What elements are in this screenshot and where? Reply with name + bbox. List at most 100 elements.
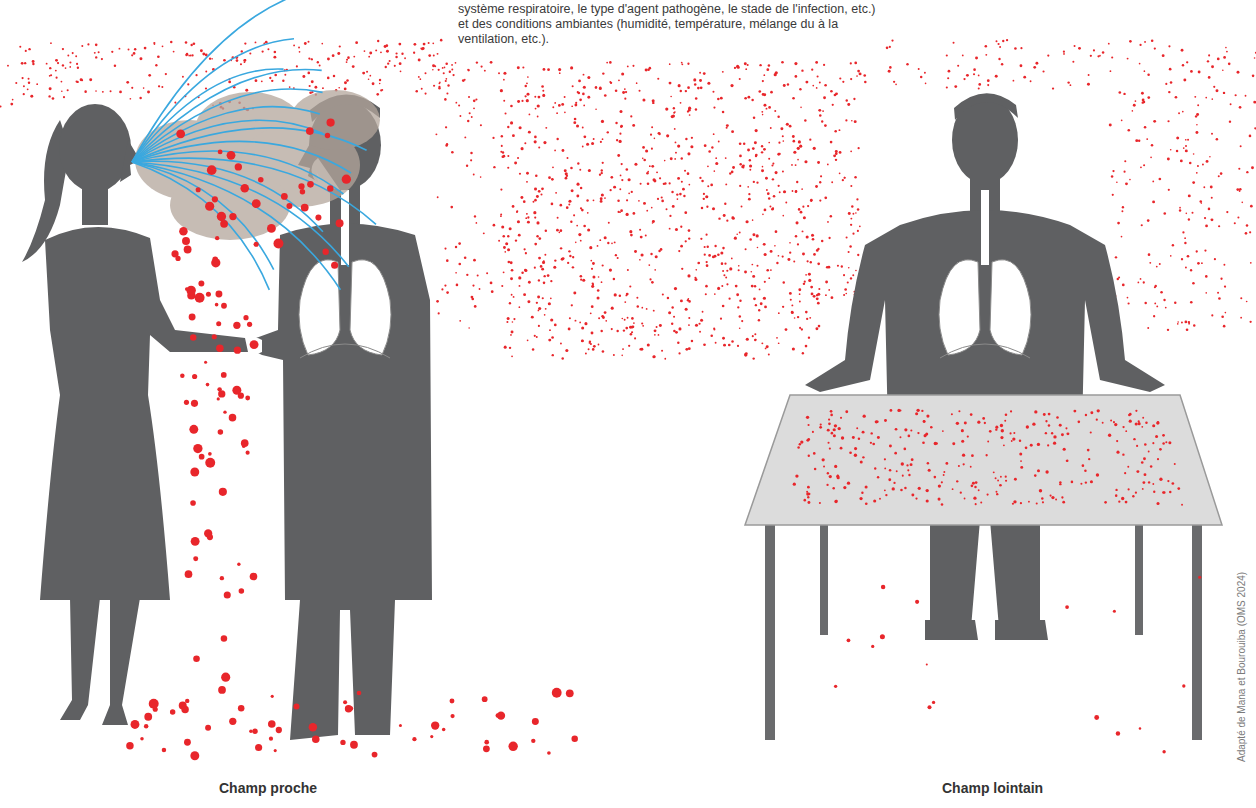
deposited-dot xyxy=(1116,440,1118,442)
aerosol-dot xyxy=(500,214,502,216)
aerosol-dot xyxy=(1208,54,1210,56)
aerosol-dot xyxy=(726,220,728,222)
aerosol-dot xyxy=(619,188,621,190)
deposited-dot xyxy=(1159,448,1162,451)
deposited-dot xyxy=(952,442,955,445)
aerosol-dot xyxy=(792,135,795,138)
aerosol-dot xyxy=(552,166,554,168)
aerosol-dot xyxy=(602,162,604,164)
aerosol-dot xyxy=(545,230,547,232)
aerosol-dot xyxy=(621,179,623,181)
aerosol-dot xyxy=(1129,179,1131,181)
aerosol-dot xyxy=(209,58,211,60)
aerosol-dot xyxy=(812,238,815,241)
aerosol-dot xyxy=(1151,144,1154,147)
aerosol-dot xyxy=(918,68,920,70)
aerosol-dot xyxy=(842,81,844,83)
deposited-dot xyxy=(1169,491,1172,494)
aerosol-dot xyxy=(449,71,451,73)
aerosol-dot xyxy=(793,140,796,143)
deposited-dot xyxy=(971,484,974,487)
deposited-dot xyxy=(951,413,953,415)
deposited-dot xyxy=(858,437,860,439)
aerosol-dot xyxy=(817,75,819,77)
aerosol-dot xyxy=(1188,323,1190,325)
aerosol-dot xyxy=(554,102,556,104)
aerosol-dot xyxy=(891,39,893,41)
aerosol-dot xyxy=(630,115,632,117)
aerosol-dot xyxy=(593,199,595,201)
aerosol-dot xyxy=(119,91,122,94)
aerosol-dot xyxy=(413,52,415,54)
aerosol-dot xyxy=(76,81,78,83)
aerosol-dot xyxy=(565,349,568,352)
aerosol-dot xyxy=(590,343,592,345)
aerosol-dot xyxy=(1117,278,1119,280)
aerosol-dot xyxy=(551,203,554,206)
deposited-dot xyxy=(830,414,833,417)
aerosol-dot xyxy=(1255,52,1256,54)
aerosol-dot xyxy=(631,191,633,193)
deposited-dot xyxy=(934,442,937,445)
aerosol-dot xyxy=(845,293,847,295)
aerosol-dot xyxy=(153,42,155,44)
deposited-dot xyxy=(1005,413,1008,416)
aerosol-dot xyxy=(710,334,713,337)
aerosol-dot xyxy=(587,229,590,232)
aerosol-dot xyxy=(778,185,780,187)
aerosol-dot xyxy=(311,58,313,60)
deposited-dot xyxy=(1159,478,1162,481)
aerosol-dot xyxy=(598,276,600,278)
aerosol-dot xyxy=(656,326,658,328)
deposited-dot xyxy=(854,454,857,457)
aerosol-dot xyxy=(1156,305,1158,307)
aerosol-dot xyxy=(118,48,120,50)
aerosol-dot xyxy=(549,329,551,331)
deposited-dot xyxy=(1010,410,1012,412)
aerosol-dot xyxy=(527,216,529,218)
aerosol-dot xyxy=(84,90,87,93)
aerosol-dot xyxy=(565,172,568,175)
aerosol-dot xyxy=(346,59,348,61)
aerosol-dot xyxy=(98,51,100,53)
aerosol-dot xyxy=(458,263,461,266)
deposited-dot xyxy=(1129,413,1132,416)
aerosol-dot xyxy=(765,348,767,350)
aerosol-dot xyxy=(1167,157,1170,160)
aerosol-dot xyxy=(761,151,763,153)
aerosol-dot xyxy=(858,147,860,149)
aerosol-dot xyxy=(1246,301,1248,303)
aerosol-dot xyxy=(649,67,652,70)
aerosol-dot xyxy=(139,57,142,60)
aerosol-dot xyxy=(205,87,207,89)
aerosol-dot xyxy=(543,141,546,144)
aerosol-dot xyxy=(850,218,852,220)
aerosol-dot xyxy=(751,264,753,266)
deposited-dot xyxy=(808,438,811,441)
aerosol-dot xyxy=(714,245,716,247)
aerosol-dot xyxy=(451,68,453,70)
aerosol-dot xyxy=(854,62,857,65)
aerosol-dot xyxy=(571,105,573,107)
deposited-dot xyxy=(1085,481,1087,483)
aerosol-dot xyxy=(823,96,826,99)
aerosol-dot xyxy=(532,348,535,351)
aerosol-dot xyxy=(778,142,780,144)
aerosol-dot xyxy=(542,90,544,92)
aerosol-dot xyxy=(87,43,89,45)
aerosol-dot xyxy=(754,141,757,144)
aerosol-dot xyxy=(597,245,599,247)
aerosol-dot xyxy=(513,296,515,298)
aerosol-dot xyxy=(1108,43,1110,45)
aerosol-dot xyxy=(726,127,728,129)
aerosol-dot xyxy=(148,74,151,77)
aerosol-dot xyxy=(651,165,654,168)
aerosol-dot xyxy=(1137,282,1139,284)
aerosol-dot xyxy=(694,83,697,86)
aerosol-dot xyxy=(401,53,403,55)
aerosol-dot xyxy=(518,234,521,237)
aerosol-dot xyxy=(557,217,559,219)
aerosol-dot xyxy=(782,171,784,173)
deposited-dot xyxy=(1055,499,1057,501)
aerosol-dot xyxy=(322,87,324,89)
